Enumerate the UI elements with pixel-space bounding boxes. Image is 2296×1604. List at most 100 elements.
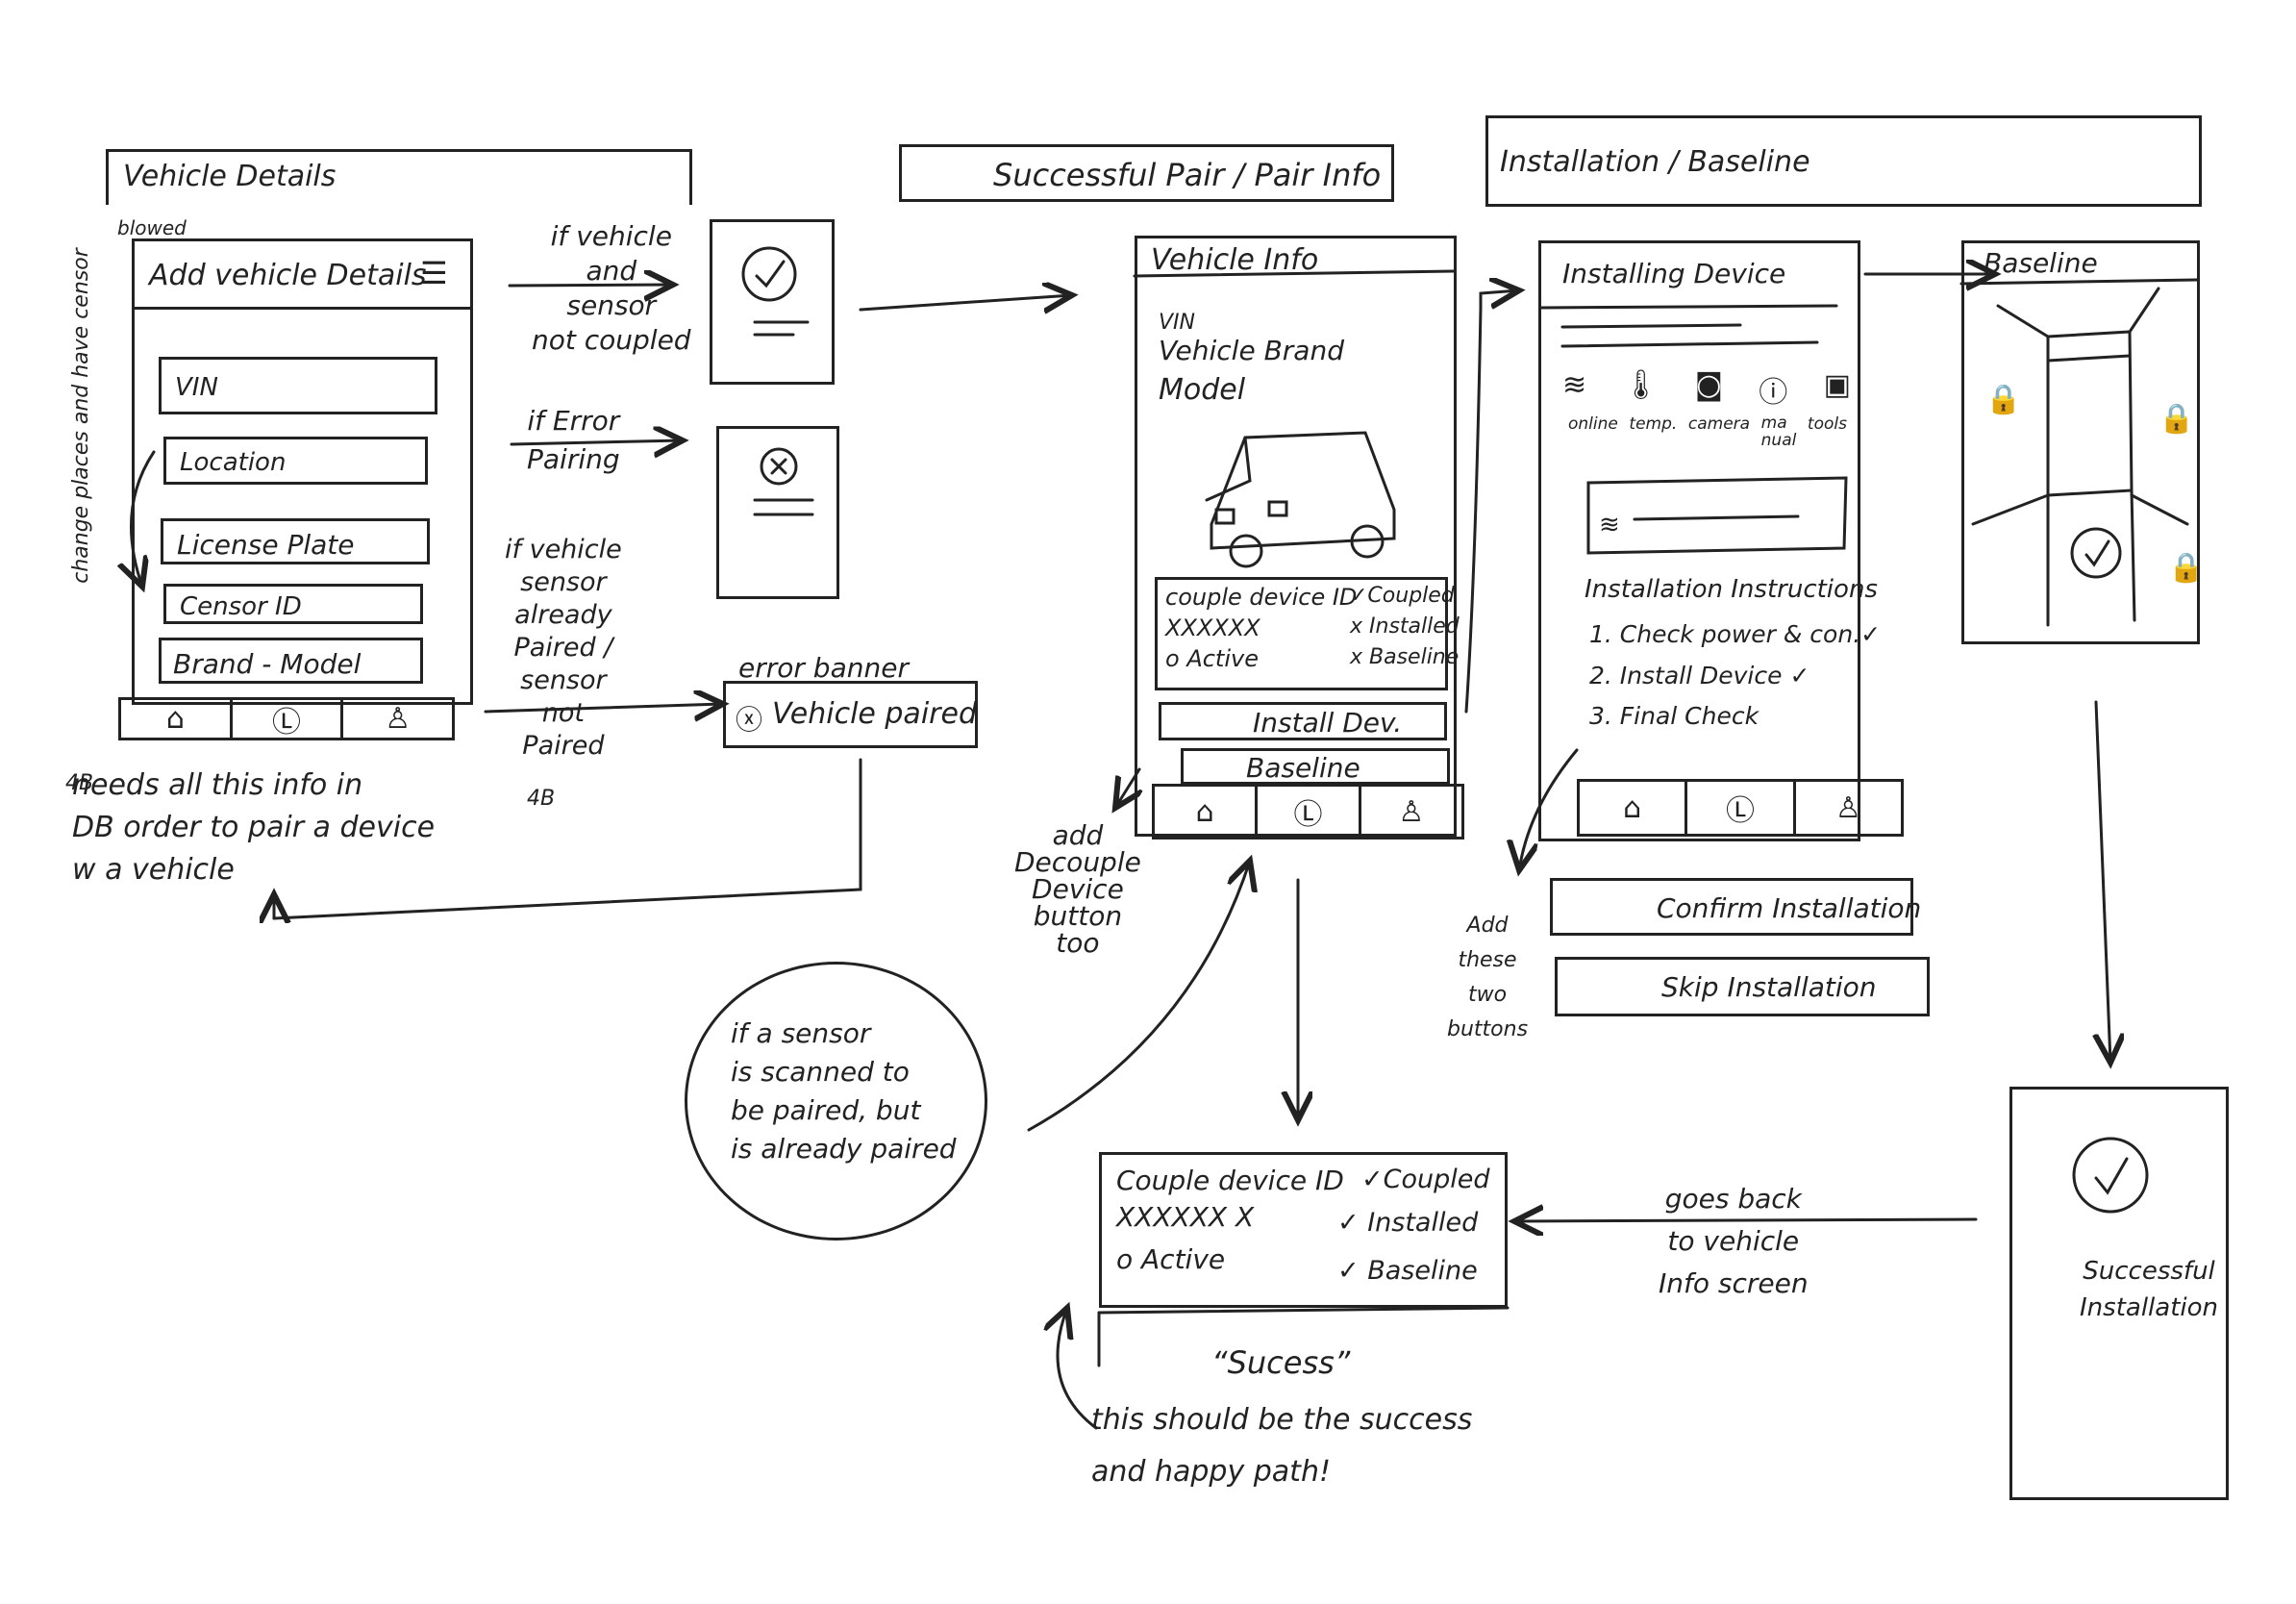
button-label: Install Dev.	[1253, 707, 1403, 739]
info-icon[interactable]: ⓘ	[1759, 376, 1788, 410]
coupled-status: ✓Coupled	[1361, 1165, 1490, 1194]
baseline-status: ✓ Baseline	[1337, 1256, 1478, 1286]
arrow-to-installing	[1464, 290, 1519, 714]
vehicle-model: Model	[1159, 373, 1246, 407]
clock-icon[interactable]: Ⓛ	[229, 700, 341, 739]
icon-labels: online temp. camera ma nual tools	[1568, 414, 1847, 449]
device-status-card: couple device ID XXXXXX o Active ✓Couple…	[1155, 577, 1460, 690]
button-label: Confirm Installation	[1657, 892, 1922, 924]
icon-label: camera	[1687, 414, 1751, 434]
installing-device-screen: Installing Device ≋ 🌡 ◙ ⓘ ▣ online temp.…	[1538, 240, 1881, 841]
condition-error-pairing: if Error Pairing	[527, 405, 620, 475]
profile-icon[interactable]: ♙	[1792, 782, 1901, 834]
condition-not-coupled: if vehicle and sensor not coupled	[532, 220, 691, 356]
side-note-blowed: blowed	[117, 216, 187, 239]
arrow-scan-to-info	[1027, 861, 1250, 1132]
vin-label: VIN	[1159, 311, 1195, 335]
hamburger-icon[interactable]: ☰	[420, 255, 448, 291]
home-icon[interactable]: ⌂	[1195, 794, 1214, 829]
home-icon[interactable]: ⌂	[165, 702, 185, 736]
scan-note: if a sensor is scanned to be paired, but…	[731, 1017, 957, 1165]
side-note-change-places: change places and have censor	[68, 248, 93, 584]
profile-icon[interactable]: ♙	[1358, 787, 1461, 837]
section-title: Installation / Baseline	[1500, 145, 1810, 179]
final-status-card: Couple device ID XXXXXX X o Active ✓Coup…	[1099, 1152, 1508, 1308]
button-label: Baseline	[1246, 752, 1360, 784]
screen-title: Baseline	[1984, 247, 2098, 279]
db-note-marker: 4B	[65, 771, 94, 795]
db-note: needs all this info in DB order to pair …	[72, 768, 436, 887]
location-field[interactable]: Location	[163, 437, 428, 485]
install-step-3: 3. Final Check	[1589, 702, 1759, 730]
installed-status: ✓ Installed	[1337, 1208, 1479, 1238]
error-banner: ⓧ Vehicle paired	[723, 681, 978, 748]
icon-label: online	[1568, 414, 1618, 434]
arrow-to-success	[2096, 700, 2110, 1063]
install-device-button[interactable]: Install Dev.	[1159, 702, 1447, 740]
screen-title: Installing Device	[1562, 258, 1786, 289]
thermometer-icon[interactable]: 🌡	[1622, 368, 1660, 402]
vin-field[interactable]: VIN	[159, 357, 437, 414]
device-id-value: XXXXXX	[1165, 614, 1260, 641]
section-vehicle-details: Vehicle Details	[106, 149, 692, 205]
close-icon[interactable]: ⓧ	[736, 704, 763, 736]
clock-icon[interactable]: Ⓛ	[1255, 787, 1358, 837]
happy-path-note: this should be the success and happy pat…	[1091, 1403, 1473, 1489]
profile-icon[interactable]: ♙	[340, 700, 452, 738]
scan-note-circle	[685, 962, 987, 1241]
license-plate-field[interactable]: License Plate	[161, 518, 430, 564]
pair-error-screen	[716, 426, 839, 599]
arrow-already-paired	[484, 704, 723, 712]
field-label: Censor ID	[180, 592, 302, 621]
success-installation-screen: Successful Installation	[2009, 1087, 2229, 1500]
instructions-title: Installation Instructions	[1585, 575, 1878, 604]
arrow-goes-back	[1514, 1219, 1978, 1221]
add-vehicle-screen: Add vehicle Details ☰ VIN Location Licen…	[132, 238, 473, 705]
section-title: Successful Pair / Pair Info	[993, 157, 1382, 193]
lock-icon: 🔒	[2168, 551, 2205, 585]
icon-row: ≋ 🌡 ◙ ⓘ ▣	[1562, 368, 1851, 411]
pair-success-screen	[710, 219, 835, 385]
bottom-nav: ⌂ Ⓛ ♙	[1577, 779, 1904, 837]
baseline-button[interactable]: Baseline	[1181, 748, 1450, 785]
coupled-status: ✓Coupled	[1350, 584, 1455, 608]
icon-label: tools	[1807, 414, 1847, 434]
bottom-nav: ⌂ Ⓛ ♙	[118, 697, 455, 740]
box-icon[interactable]: ▣	[1823, 368, 1851, 402]
install-step-2: 2. Install Device ✓	[1589, 662, 1810, 689]
section-title: Vehicle Details	[123, 160, 337, 193]
arrow-to-vehicle-info	[859, 295, 1072, 310]
vehicle-info-screen: Vehicle Info VIN Vehicle Brand Model cou…	[1135, 236, 1460, 837]
wifi-icon: ≋	[1599, 511, 1620, 539]
field-label: Location	[180, 448, 287, 477]
field-label: VIN	[175, 373, 218, 402]
clock-icon[interactable]: Ⓛ	[1685, 782, 1792, 834]
error-banner-label: error banner	[738, 652, 909, 684]
lock-icon: 🔒	[1985, 383, 2022, 416]
baseline-screen: Baseline 🔒 🔒 🔒	[1961, 240, 2204, 644]
device-id-value: XXXXXX X	[1116, 1201, 1255, 1233]
arrow-happy-path	[1058, 1308, 1098, 1430]
active-status: o Active	[1165, 645, 1259, 672]
skip-installation-button[interactable]: Skip Installation	[1555, 957, 1930, 1016]
couple-device-id: couple device ID	[1165, 584, 1358, 611]
sensor-id-field[interactable]: Censor ID	[163, 584, 423, 624]
arrow-banner-return	[272, 758, 862, 920]
arrow-not-coupled	[508, 285, 673, 286]
confirm-installation-button[interactable]: Confirm Installation	[1550, 878, 1921, 936]
success-text: Successful Installation	[2080, 1257, 2219, 1322]
lock-icon: 🔒	[2159, 402, 2195, 436]
sucess-label: “Sucess”	[1211, 1344, 1351, 1381]
camera-icon[interactable]: ◙	[1694, 368, 1723, 402]
arrow-error-pairing	[510, 440, 683, 444]
screen-header-rule	[132, 307, 473, 310]
decouple-note: add Decouple Device button too	[1014, 819, 1141, 959]
wifi-icon[interactable]: ≋	[1562, 368, 1587, 402]
screen-title: Vehicle Info	[1151, 243, 1319, 277]
field-label: Brand - Model	[173, 648, 362, 680]
home-icon[interactable]: ⌂	[1623, 790, 1642, 825]
brand-model-field[interactable]: Brand - Model	[159, 638, 423, 684]
field-label: License Plate	[177, 529, 355, 561]
icon-label: ma nual	[1760, 414, 1797, 450]
installed-status: x Installed	[1350, 614, 1460, 639]
